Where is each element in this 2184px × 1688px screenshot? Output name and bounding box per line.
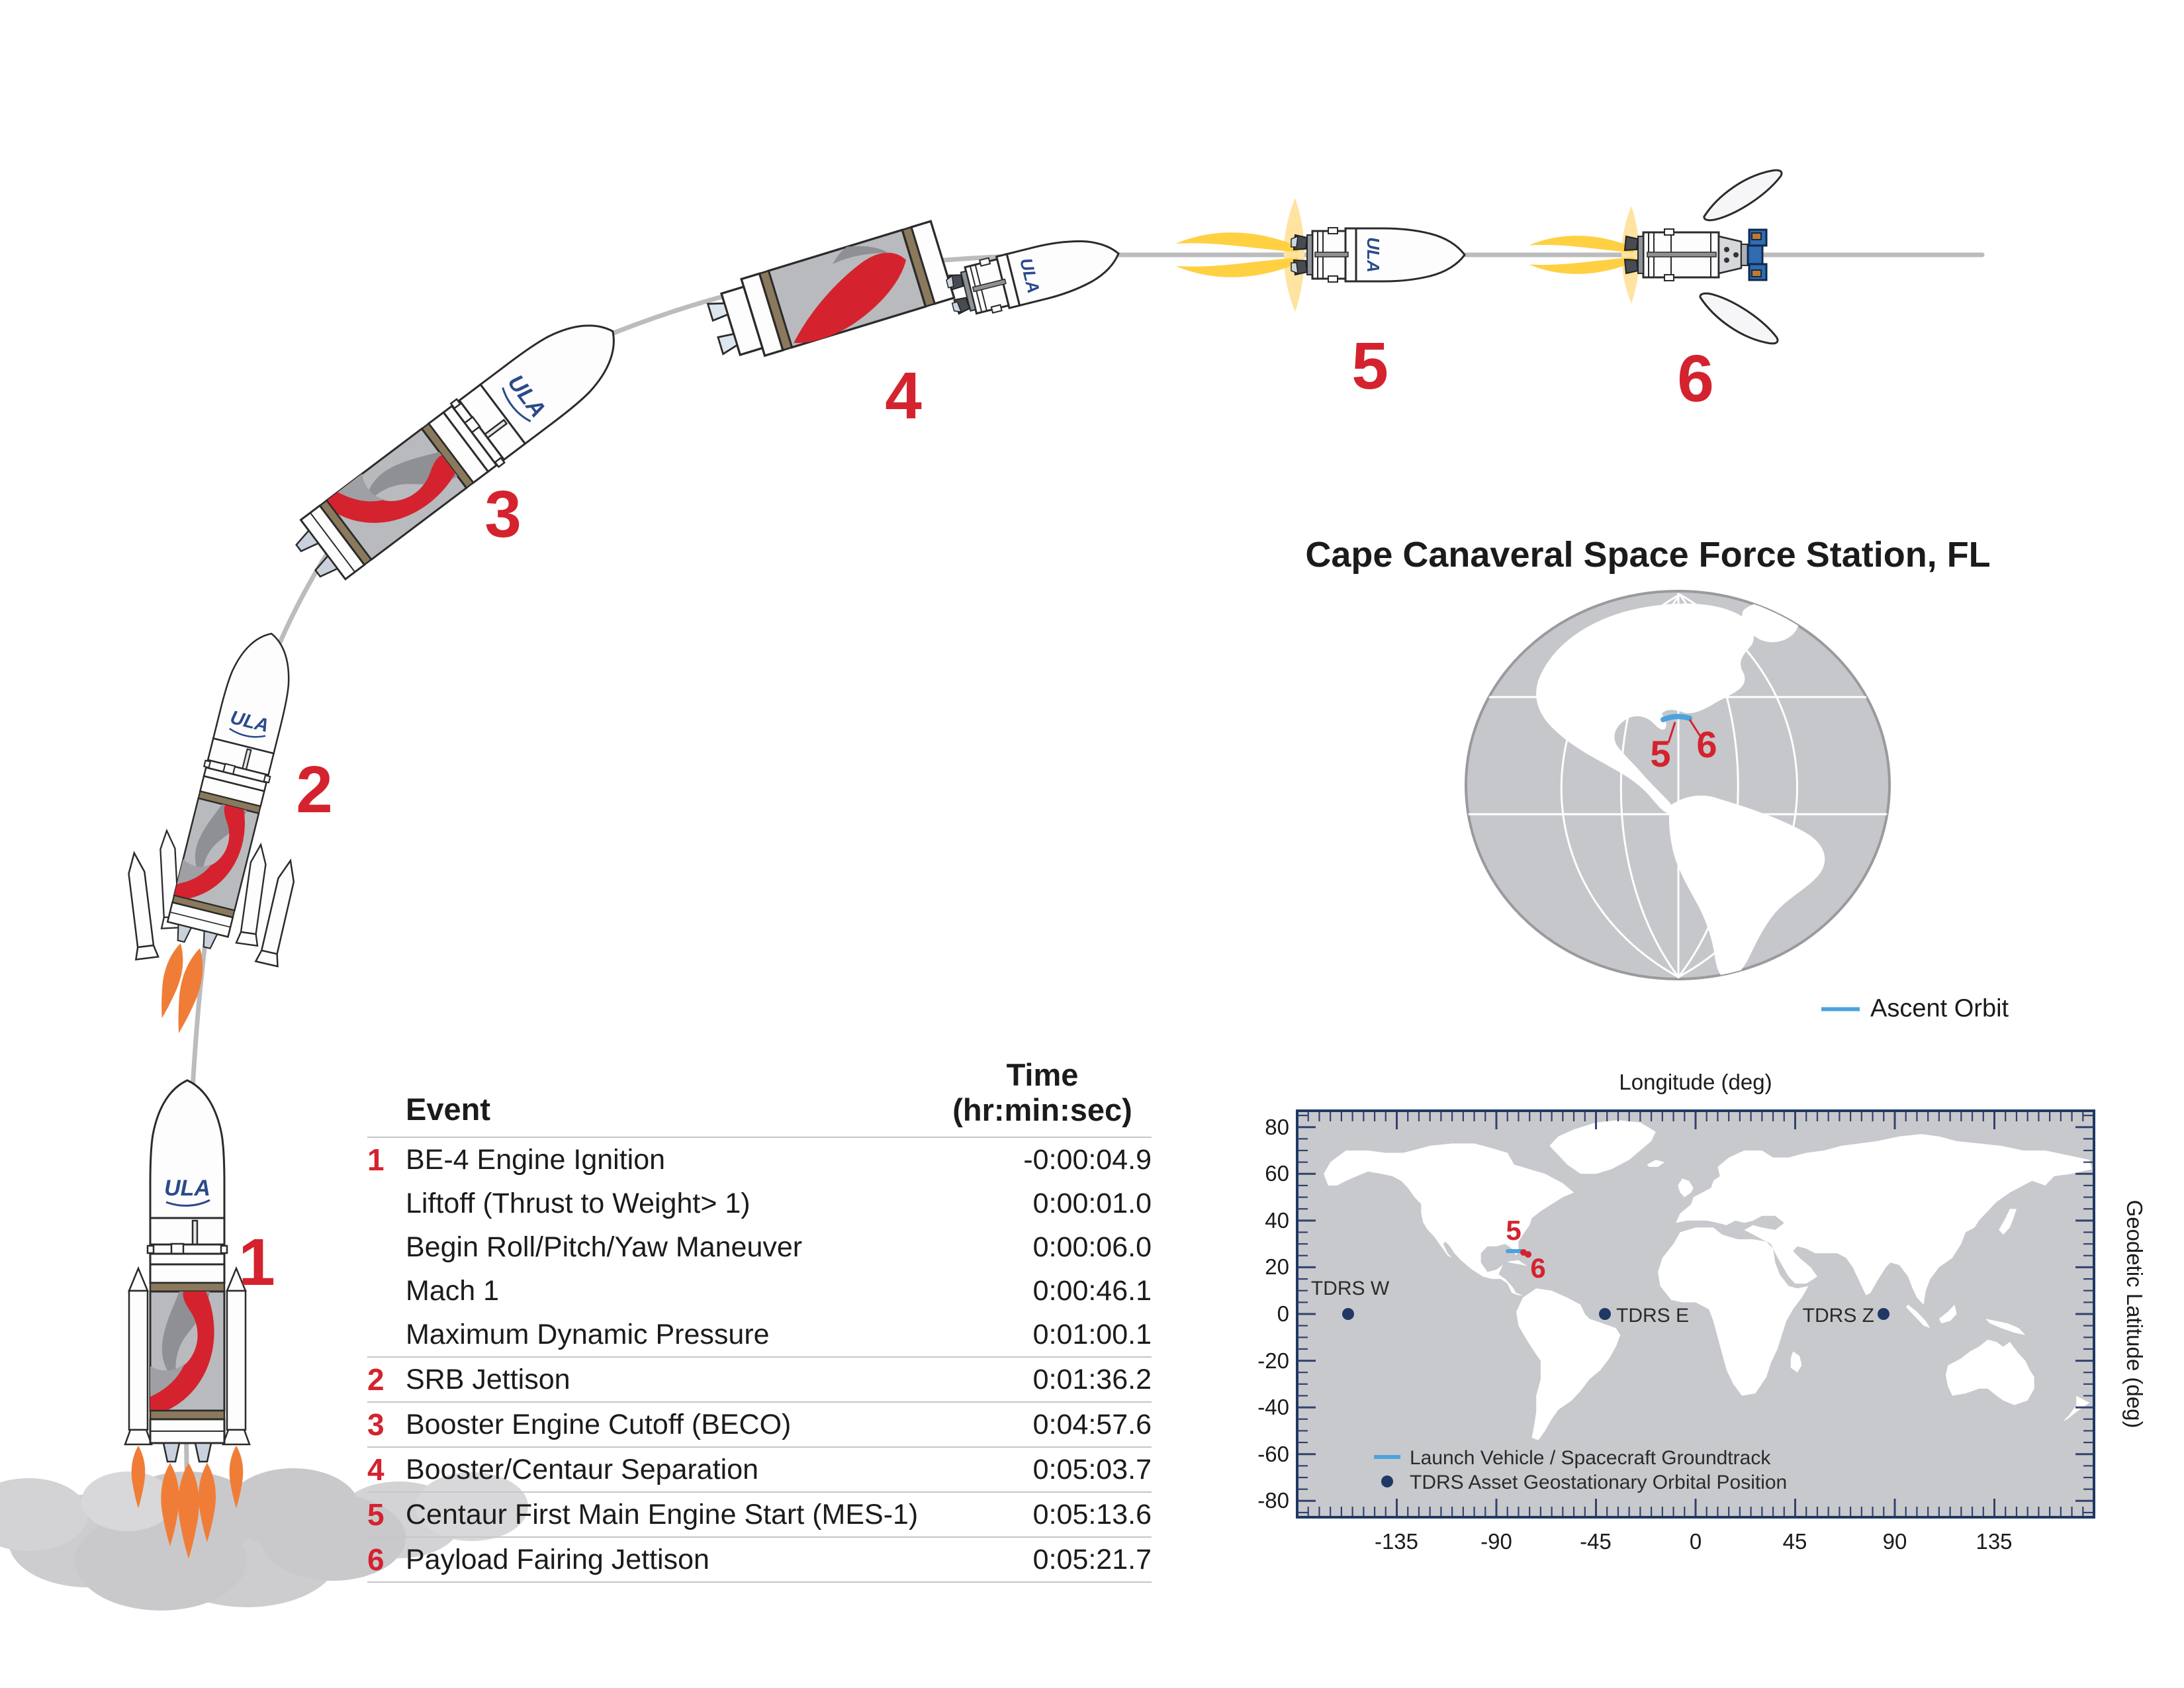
table-row: Liftoff (Thrust to Weight> 1) 0:00:01.0 xyxy=(367,1182,1152,1225)
tdrs-e-label: TDRS E xyxy=(1616,1305,1689,1327)
row-time: 0:01:36.2 xyxy=(1032,1363,1152,1395)
map-marker-5: 5 xyxy=(1506,1215,1521,1246)
stage-4-separation xyxy=(702,220,1126,369)
table-header: Event Time (hr:min:sec) xyxy=(367,1057,1152,1139)
map-legend: Launch Vehicle / Spacecraft Groundtrack … xyxy=(1374,1447,1787,1493)
row-time: 0:04:57.6 xyxy=(1032,1408,1152,1440)
map-groundtrack: 5 6 xyxy=(1506,1215,1546,1284)
stage-label-2: 2 xyxy=(296,753,333,827)
stage-label-1: 1 xyxy=(238,1225,275,1299)
svg-text:0: 0 xyxy=(1690,1529,1702,1554)
svg-text:60: 60 xyxy=(1265,1161,1289,1186)
globe-marker-5: 5 xyxy=(1650,733,1670,774)
groundtrack-map: Longitude (deg) Geodetic Latitude (deg) … xyxy=(1257,1070,2147,1554)
globe-marker-6: 6 xyxy=(1696,724,1717,765)
table-row: 5 Centaur First Main Engine Start (MES-1… xyxy=(367,1491,1152,1536)
tdrs-z-label: TDRS Z xyxy=(1803,1305,1874,1327)
row-time: 0:00:01.0 xyxy=(1032,1187,1152,1219)
svg-text:135: 135 xyxy=(1976,1529,2012,1554)
row-event: Payload Fairing Jettison xyxy=(406,1543,709,1575)
map-continents xyxy=(1324,1120,2092,1440)
row-time: 0:01:00.1 xyxy=(1032,1318,1152,1350)
row-time: -0:00:04.9 xyxy=(1023,1143,1152,1176)
ascent-orbit-label: Ascent Orbit xyxy=(1870,994,2009,1023)
row-number: 3 xyxy=(367,1407,385,1442)
row-event: Maximum Dynamic Pressure xyxy=(406,1318,770,1350)
map-frame xyxy=(1296,1109,2095,1519)
legend-tdrs-label: TDRS Asset Geostationary Orbital Positio… xyxy=(1410,1472,1787,1493)
svg-text:-60: -60 xyxy=(1257,1442,1289,1466)
map-x-tick-labels: -135 -90 -45 0 45 90 135 xyxy=(1375,1529,2013,1554)
table-row: 3 Booster Engine Cutoff (BECO) 0:04:57.6 xyxy=(367,1401,1152,1446)
table-row: Mach 1 0:00:46.1 xyxy=(367,1269,1152,1313)
stage-3-rocket xyxy=(283,298,638,594)
stage-2-rocket xyxy=(122,624,305,1036)
table-row: 2 SRB Jettison 0:01:36.2 xyxy=(367,1356,1152,1401)
svg-text:-45: -45 xyxy=(1580,1529,1612,1554)
stage-label-6: 6 xyxy=(1677,342,1714,416)
time-header-line2: (hr:min:sec) xyxy=(952,1092,1132,1127)
row-event: Booster/Centaur Separation xyxy=(406,1453,759,1485)
table-row: Maximum Dynamic Pressure 0:01:00.1 xyxy=(367,1313,1152,1356)
svg-text:40: 40 xyxy=(1265,1208,1289,1233)
map-x-axis-title: Longitude (deg) xyxy=(1619,1070,1772,1094)
svg-text:-90: -90 xyxy=(1480,1529,1512,1554)
map-marker-6: 6 xyxy=(1530,1252,1545,1284)
row-number: 6 xyxy=(367,1542,385,1577)
svg-text:80: 80 xyxy=(1265,1115,1289,1139)
time-header-line1: Time xyxy=(1006,1057,1079,1092)
row-number: 2 xyxy=(367,1362,385,1397)
map-y-tick-labels: 80 60 40 20 0 -20 -40 -60 -80 xyxy=(1257,1115,1289,1513)
row-number: 5 xyxy=(367,1497,385,1532)
table-row: 1 BE-4 Engine Ignition -0:00:04.9 xyxy=(367,1138,1152,1182)
row-event: Begin Roll/Pitch/Yaw Maneuver xyxy=(406,1231,803,1263)
table-row: 4 Booster/Centaur Separation 0:05:03.7 xyxy=(367,1446,1152,1491)
row-event: BE-4 Engine Ignition xyxy=(406,1143,666,1176)
row-time: 0:05:13.6 xyxy=(1032,1498,1152,1530)
event-time-table: Event Time (hr:min:sec) 1 BE-4 Engine Ig… xyxy=(367,1057,1152,1583)
stage-label-3: 3 xyxy=(484,477,522,551)
svg-text:-135: -135 xyxy=(1375,1529,1418,1554)
row-event: Liftoff (Thrust to Weight> 1) xyxy=(406,1187,751,1219)
row-event: Mach 1 xyxy=(406,1274,500,1307)
svg-text:0: 0 xyxy=(1277,1301,1289,1326)
svg-text:-40: -40 xyxy=(1257,1395,1289,1419)
table-row: Begin Roll/Pitch/Yaw Maneuver 0:00:06.0 xyxy=(367,1225,1152,1269)
column-header-time: Time (hr:min:sec) xyxy=(933,1057,1152,1127)
stage-label-5: 5 xyxy=(1351,329,1388,403)
tdrs-assets: TDRS W TDRS E TDRS Z xyxy=(1311,1278,1889,1327)
legend-groundtrack-label: Launch Vehicle / Spacecraft Groundtrack xyxy=(1410,1447,1771,1469)
stage-1-rocket xyxy=(0,1079,528,1611)
svg-text:-20: -20 xyxy=(1257,1348,1289,1373)
row-time: 0:05:03.7 xyxy=(1032,1453,1152,1485)
globe-inset: 5 6 xyxy=(1465,590,1891,980)
svg-text:-80: -80 xyxy=(1257,1488,1289,1513)
globe-title: Cape Canaveral Space Force Station, FL xyxy=(1305,535,1991,575)
ascent-orbit-legend: Ascent Orbit xyxy=(1821,995,2009,1023)
row-number: 1 xyxy=(367,1143,385,1178)
tdrs-w-label: TDRS W xyxy=(1311,1278,1390,1299)
row-event: Booster Engine Cutoff (BECO) xyxy=(406,1408,792,1440)
row-event: Centaur First Main Engine Start (MES-1) xyxy=(406,1498,919,1530)
row-time: 0:00:46.1 xyxy=(1032,1274,1152,1307)
map-y-axis-title: Geodetic Latitude (deg) xyxy=(2122,1200,2147,1429)
row-number: 4 xyxy=(367,1452,385,1487)
svg-text:90: 90 xyxy=(1883,1529,1907,1554)
row-time: 0:00:06.0 xyxy=(1032,1231,1152,1263)
stage-6-fairing-jettison xyxy=(1529,160,1788,354)
stage-label-4: 4 xyxy=(885,359,922,433)
svg-text:45: 45 xyxy=(1783,1529,1807,1554)
column-header-event: Event xyxy=(406,1092,490,1127)
row-event: SRB Jettison xyxy=(406,1363,570,1395)
row-time: 0:05:21.7 xyxy=(1032,1543,1152,1575)
globe-ascent-orbit-line xyxy=(1661,714,1692,722)
svg-text:20: 20 xyxy=(1265,1254,1289,1279)
ascent-orbit-line-swatch xyxy=(1821,1007,1860,1011)
map-ticks xyxy=(1298,1112,2093,1516)
table-row: 6 Payload Fairing Jettison 0:05:21.7 xyxy=(367,1536,1152,1583)
